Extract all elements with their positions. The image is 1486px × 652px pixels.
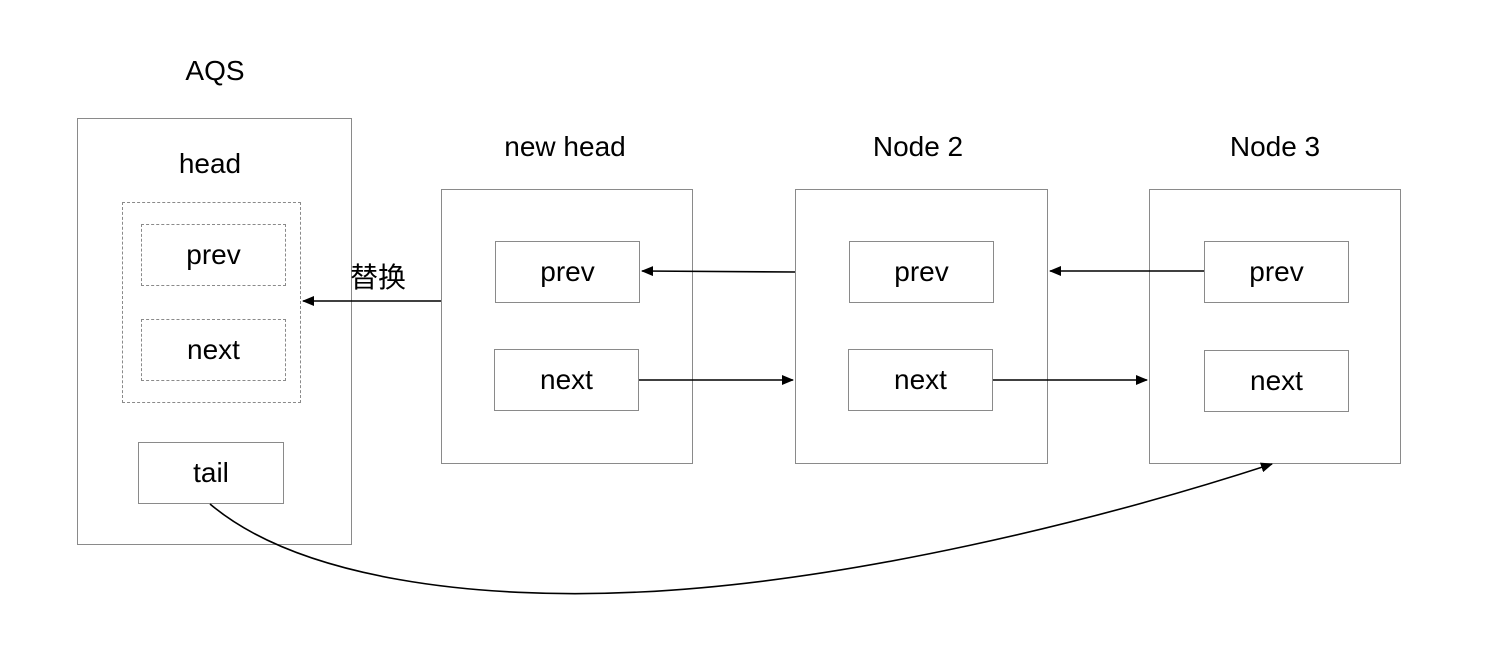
aqs-tail-field: tail [138, 442, 284, 504]
node-3-box [1149, 189, 1401, 464]
node-2-next-field: next [848, 349, 993, 411]
node-2-prev-field: prev [849, 241, 994, 303]
node-new-head-next-field: next [494, 349, 639, 411]
aqs-head-label: head [178, 148, 242, 179]
replace-label: 替换 [349, 262, 406, 293]
node-3-title: Node 3 [1229, 131, 1321, 162]
node-3-next-field: next [1204, 350, 1349, 412]
node-new-head-title: new head [504, 131, 626, 162]
node-3-prev-field: prev [1204, 241, 1349, 303]
tail-to-node3-arrow [209, 462, 1273, 595]
node-2-title: Node 2 [872, 131, 964, 162]
aqs-head-prev-field: prev [141, 224, 286, 286]
node-new-head-box [441, 189, 693, 464]
aqs-title: AQS [185, 55, 245, 86]
node-new-head-prev-field: prev [495, 241, 640, 303]
aqs-head-next-field: next [141, 319, 286, 381]
node-2-box [795, 189, 1048, 464]
